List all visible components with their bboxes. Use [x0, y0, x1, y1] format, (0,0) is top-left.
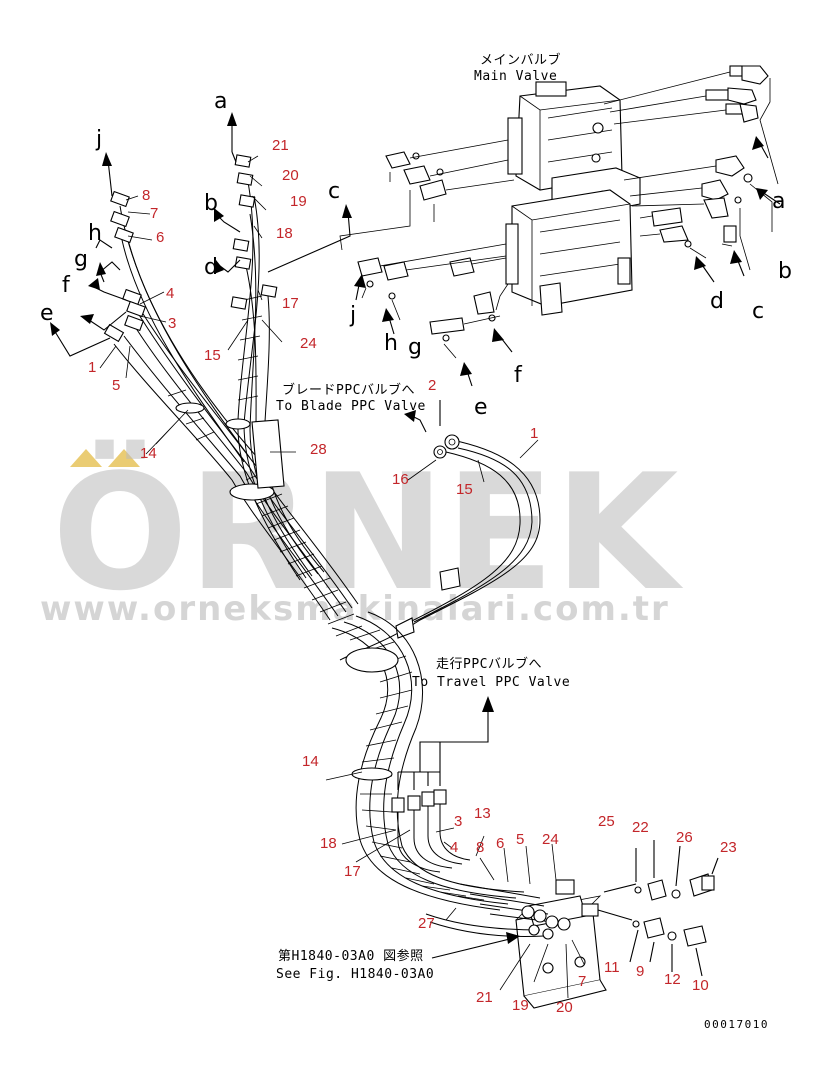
- callout-15-blade: 15: [456, 481, 473, 498]
- bundle-letter-arrows: [50, 112, 352, 357]
- callout-20-lower: 20: [556, 999, 573, 1016]
- main-valve-label-jp: メインバルブ: [480, 52, 561, 68]
- callout-28: 28: [310, 441, 327, 458]
- main-valve: [505, 81, 641, 316]
- letter-b-valve: b: [778, 259, 792, 284]
- callout-24-upper: 24: [300, 335, 317, 352]
- callout-21-upper: 21: [272, 137, 289, 154]
- callout-11: 11: [604, 959, 620, 976]
- main-valve-fittings: [339, 65, 779, 359]
- callout-5-lower: 5: [516, 831, 524, 848]
- main-valve-label-en: Main Valve: [474, 69, 557, 84]
- callout-1-blade: 1: [530, 425, 538, 442]
- upper-hose-bundle: [113, 181, 363, 637]
- letter-f-valve: f: [514, 363, 523, 388]
- valve-letter-arrows: [354, 136, 781, 387]
- letter-g-upper: g: [74, 247, 88, 272]
- letter-h-upper: h: [88, 221, 102, 246]
- callout-8-upper: 8: [142, 187, 150, 204]
- manifold-bracket: [425, 879, 637, 1009]
- callout-9: 9: [636, 963, 644, 980]
- blade-ppc-label-jp: ブレードPPCバルブへ: [282, 382, 415, 398]
- letter-e-valve: e: [474, 395, 488, 420]
- callout-14-upper: 14: [140, 445, 157, 462]
- blade-ppc-label-en: To Blade PPC Valve: [276, 399, 426, 414]
- callout-7-upper: 7: [150, 205, 158, 222]
- callout-2: 2: [428, 377, 436, 394]
- callout-14-lower: 14: [302, 753, 319, 770]
- callout-8-lower: 8: [476, 839, 484, 856]
- letter-e-upper: e: [40, 301, 54, 326]
- callout-27: 27: [418, 915, 435, 932]
- callout-7-lower: 7: [578, 973, 586, 990]
- letter-d-valve: d: [710, 289, 724, 314]
- document-id: 00017010: [704, 1018, 769, 1031]
- callout-4-upper: 4: [166, 285, 174, 302]
- callout-18-upper: 18: [276, 225, 293, 242]
- see-fig-label-jp: 第H1840-03A0 図参照: [278, 948, 424, 964]
- callout-1-upper: 1: [88, 359, 96, 376]
- see-fig-label-en: See Fig. H1840-03A0: [276, 967, 434, 982]
- leader-lines: [99, 155, 585, 999]
- callout-6-lower: 6: [496, 835, 504, 852]
- callout-10: 10: [692, 977, 709, 994]
- travel-ppc-label-en: To Travel PPC Valve: [412, 675, 570, 690]
- callout-3-lower: 3: [454, 813, 462, 830]
- watermark-brand: ÖRNEK: [52, 438, 683, 626]
- letter-j-valve: j: [349, 303, 356, 328]
- blade-ppc-hoses: [339, 400, 541, 661]
- callout-13: 13: [474, 805, 491, 822]
- travel-ppc-label-jp: 走行PPCバルブへ: [436, 656, 542, 672]
- callout-17-lower: 17: [344, 863, 361, 880]
- letter-a-valve: a: [772, 189, 785, 214]
- callout-19-upper: 19: [290, 193, 307, 210]
- letter-b-upper: b: [204, 191, 218, 216]
- letter-j-upper: j: [95, 127, 102, 152]
- callout-20-upper: 20: [282, 167, 299, 184]
- callout-4-lower: 4: [450, 839, 458, 856]
- callout-25: 25: [598, 813, 615, 830]
- callout-23: 23: [720, 839, 737, 856]
- letter-c-upper: c: [328, 179, 340, 204]
- letter-h-valve: h: [384, 331, 398, 356]
- watermark: ÖRNEK www.orneksmakinalari.com.tr: [40, 438, 683, 629]
- callout-5-upper: 5: [112, 377, 120, 394]
- callout-26: 26: [676, 829, 693, 846]
- letter-d-upper: d: [204, 255, 218, 280]
- letter-f-upper: f: [62, 273, 71, 298]
- callout-6-upper: 6: [156, 229, 164, 246]
- callout-24-lower: 24: [542, 831, 559, 848]
- loose-parts: [629, 840, 719, 977]
- letter-a-upper: a: [214, 89, 227, 114]
- callout-3-upper: 3: [168, 315, 176, 332]
- callout-12: 12: [664, 971, 681, 988]
- lower-hose-bundle: [331, 611, 525, 911]
- letter-g-valve: g: [408, 335, 422, 360]
- watermark-url: www.orneksmakinalari.com.tr: [40, 589, 670, 629]
- letter-c-valve: c: [752, 299, 764, 324]
- callout-16: 16: [392, 471, 409, 488]
- bundle-top-fittings: [103, 154, 278, 343]
- callout-17-upper: 17: [282, 295, 299, 312]
- callout-18-lower: 18: [320, 835, 337, 852]
- callout-21-lower: 21: [476, 989, 493, 1006]
- callout-22: 22: [632, 819, 649, 836]
- callout-15-upper: 15: [204, 347, 221, 364]
- callout-19-lower: 19: [512, 997, 529, 1014]
